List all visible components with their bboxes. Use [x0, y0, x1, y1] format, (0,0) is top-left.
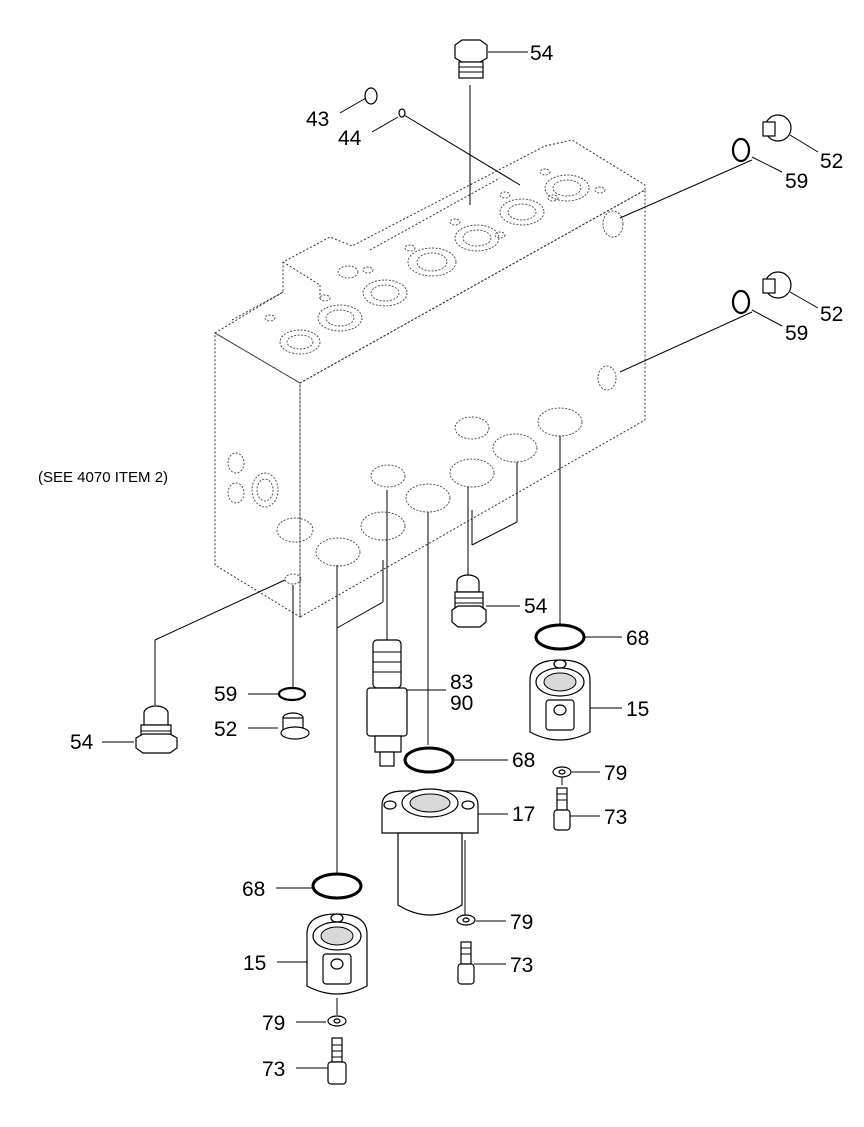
- callout-68-left: 68: [242, 878, 265, 901]
- plug-52-upper: [762, 114, 792, 142]
- callout-90: 90: [450, 692, 473, 715]
- oring-68-right: [534, 623, 586, 651]
- bolt-73-right: [553, 787, 571, 831]
- cartridge-83-90: [366, 639, 408, 767]
- washer-79-right: [552, 766, 572, 778]
- callout-52-upper: 52: [820, 150, 843, 173]
- pin-44: [398, 108, 406, 118]
- callout-79-center: 79: [510, 911, 533, 934]
- callout-43: 43: [306, 108, 329, 131]
- callout-52-middle: 52: [820, 303, 843, 326]
- oring-68-center: [403, 746, 455, 774]
- callout-79-left: 79: [262, 1012, 285, 1035]
- callout-54-middle: 54: [524, 595, 548, 618]
- callout-52-lower: 52: [214, 718, 237, 741]
- callout-73-center: 73: [510, 954, 533, 977]
- callout-leaders: [102, 51, 819, 1069]
- callout-59-upper: 59: [785, 170, 808, 193]
- callout-59-middle: 59: [785, 322, 808, 345]
- callout-15-left: 15: [243, 952, 266, 975]
- callout-17: 17: [512, 803, 535, 826]
- callout-44: 44: [338, 127, 362, 150]
- plug-54-left: [135, 705, 178, 754]
- bolt-73-left: [327, 1037, 347, 1085]
- oring-59-middle: [731, 289, 751, 315]
- oring-59-upper: [731, 137, 751, 163]
- cap-15-right: [529, 659, 591, 741]
- callout-15-right: 15: [626, 698, 649, 721]
- washer-79-left: [327, 1015, 347, 1027]
- callout-79-right: 79: [604, 762, 627, 785]
- valve-body: [214, 139, 646, 618]
- bolt-73-center: [457, 941, 475, 985]
- cap-17: [381, 788, 479, 916]
- callout-68-center: 68: [512, 749, 535, 772]
- see-reference-note: (SEE 4070 ITEM 2): [38, 469, 168, 486]
- callout-73-right: 73: [604, 806, 627, 829]
- callout-59-lower: 59: [214, 683, 237, 706]
- oring-59-lower: [277, 686, 307, 702]
- callout-labels: 54 43 44 52 59 52 59 (SEE 4070 ITEM 2) 5…: [38, 42, 843, 1081]
- plug-54-middle: [451, 574, 487, 628]
- oring-68-left: [311, 872, 363, 900]
- callout-54-top: 54: [530, 42, 554, 65]
- plug-52-lower: [280, 712, 310, 740]
- callout-73-left: 73: [262, 1058, 285, 1081]
- plug-54-top: [454, 39, 488, 79]
- callout-83: 83: [450, 671, 473, 694]
- cap-15-left: [306, 913, 368, 995]
- leader-lines: [154, 85, 753, 1015]
- callout-54-left: 54: [70, 731, 94, 754]
- plug-52-middle: [762, 271, 792, 299]
- washer-79-center: [456, 914, 476, 926]
- callout-68-right: 68: [626, 627, 649, 650]
- plug-43: [364, 87, 378, 105]
